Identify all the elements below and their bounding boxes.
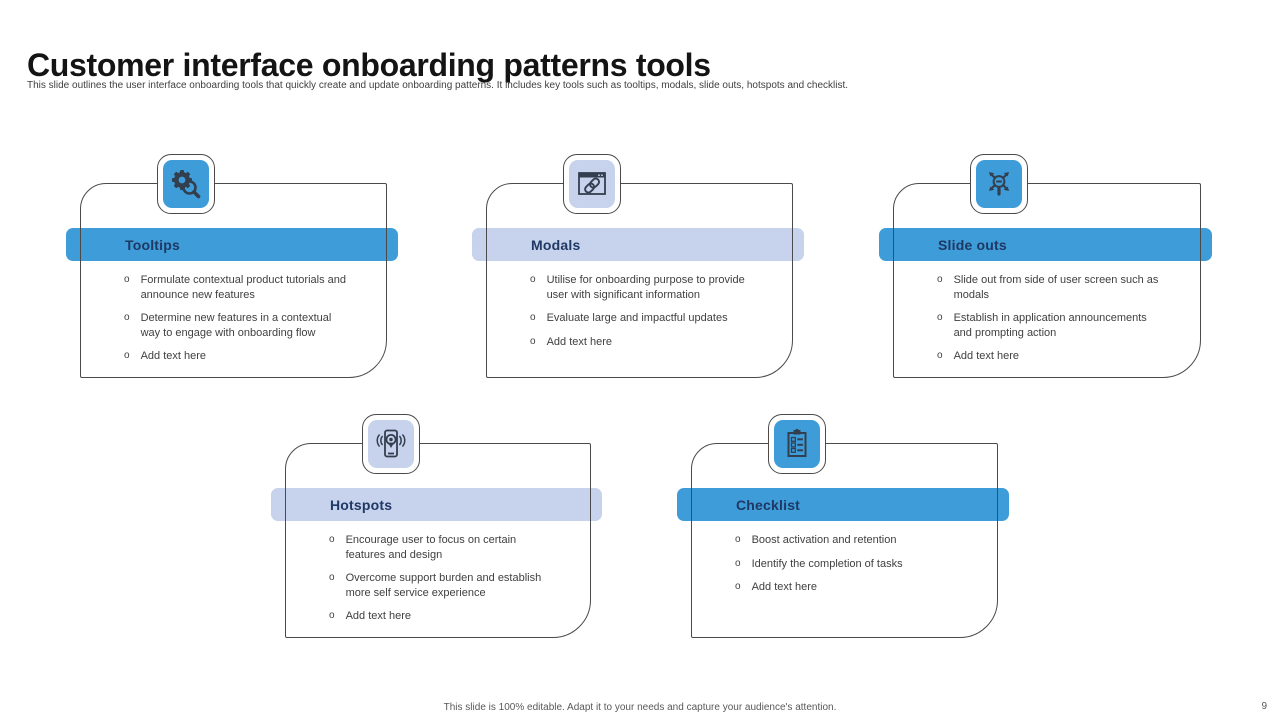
bullet-marker: o xyxy=(530,335,536,347)
bullet-marker: o xyxy=(937,312,943,323)
bullet-marker: o xyxy=(329,534,335,545)
phone-hotspot-pin-icon xyxy=(367,420,414,468)
card-title-bar: Tooltips xyxy=(66,228,398,261)
bullet-marker: o xyxy=(937,274,943,285)
bullet-marker: o xyxy=(329,610,335,621)
slide-subtitle: This slide outlines the user interface o… xyxy=(27,80,849,91)
footer-note: This slide is 100% editable. Adapt it to… xyxy=(443,702,837,713)
slide-outs-icon-frame xyxy=(970,154,1029,214)
tooltips-icon-frame xyxy=(156,154,215,214)
bullet-marker: o xyxy=(937,350,943,361)
bullet-marker: o xyxy=(735,534,741,545)
modals-icon-frame xyxy=(562,154,621,214)
card-title: Checklist xyxy=(736,496,801,513)
bullet-marker: o xyxy=(124,274,130,285)
page-title: Customer interface onboarding patterns t… xyxy=(27,47,711,84)
card-title-bar: Modals xyxy=(472,228,804,261)
bullet-marker: o xyxy=(124,312,130,323)
bullet-marker: o xyxy=(124,350,130,361)
bullet-marker: o xyxy=(530,312,536,323)
card-title: Tooltips xyxy=(125,236,180,253)
checklist-icon-frame xyxy=(767,414,826,474)
bullet-marker: o xyxy=(735,557,741,569)
card-title: Modals xyxy=(531,236,581,253)
window-link-icon xyxy=(568,160,615,208)
page-number: 9 xyxy=(1261,701,1267,712)
hotspots-icon-frame xyxy=(361,414,420,474)
bullet-marker: o xyxy=(329,572,335,583)
card-title: Slide outs xyxy=(938,236,1007,253)
card-title-bar: Slide outs xyxy=(879,228,1212,261)
expand-arrows-magnifier-icon xyxy=(976,160,1023,208)
card-title-bar: Hotspots xyxy=(271,488,602,521)
card-title-bar: Checklist xyxy=(677,488,1009,521)
bullet-marker: o xyxy=(530,274,536,285)
clipboard-checklist-icon xyxy=(773,420,820,468)
card-title: Hotspots xyxy=(330,496,393,513)
bullet-marker: o xyxy=(735,581,741,592)
gear-magnifier-icon xyxy=(162,160,209,208)
